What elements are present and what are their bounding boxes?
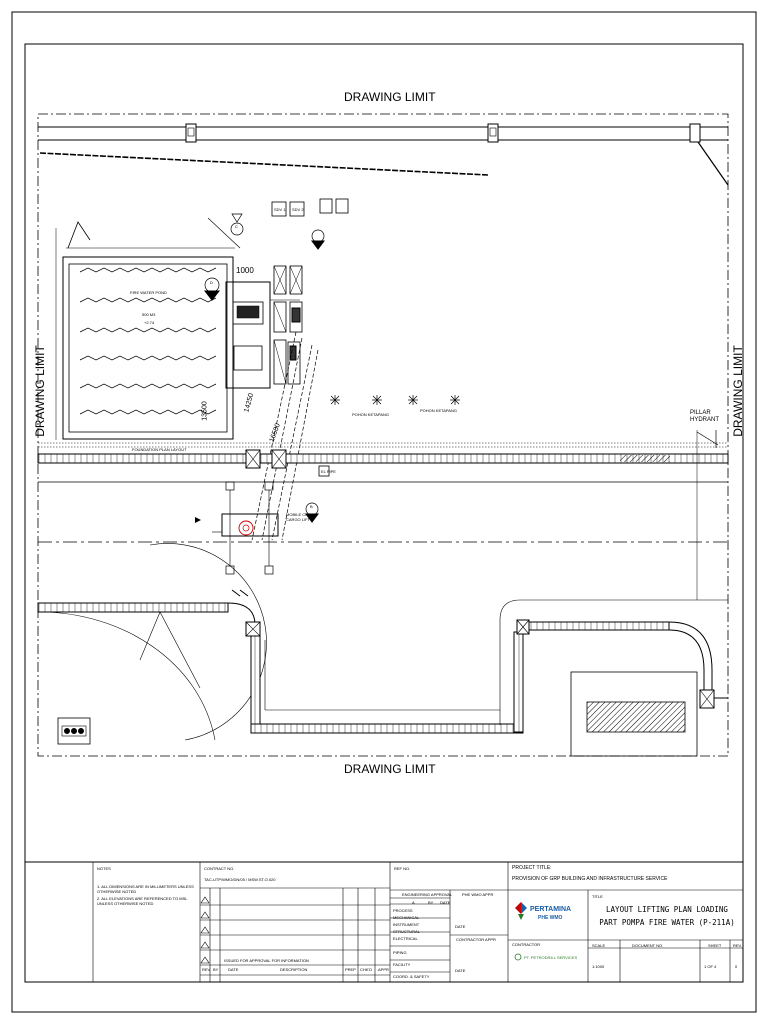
project-title-header: PROJECT TITLE: bbox=[512, 865, 552, 871]
outer-frame bbox=[11, 11, 757, 1013]
rev-a: A bbox=[412, 900, 415, 905]
dim-13500: 13500 bbox=[201, 401, 209, 421]
docno-header: DOCUMENT NO. bbox=[632, 943, 664, 948]
dim-1000: 1000 bbox=[236, 266, 254, 275]
bottom-right-building bbox=[570, 671, 698, 757]
pond-level: +2.74 bbox=[144, 320, 155, 325]
rev-header-appr: APPR bbox=[378, 967, 389, 972]
ref-header: REF NO. bbox=[394, 866, 411, 871]
main-pipe-rack bbox=[37, 430, 729, 600]
pipe-tag: EL PIPE bbox=[321, 469, 336, 474]
drawing-limit-right: DRAWING LIMIT bbox=[731, 345, 745, 437]
sdv-boxes bbox=[271, 198, 349, 217]
sheet-value: 1 OF 4 bbox=[704, 964, 717, 969]
bubble-d: D bbox=[210, 280, 213, 285]
top-fence bbox=[38, 123, 729, 186]
contractor-name: PT. PETRODRILL SERVICES bbox=[524, 955, 578, 960]
mobile-crane bbox=[195, 229, 325, 597]
rev-value: 0 bbox=[735, 964, 738, 969]
drawing-limit-border bbox=[37, 113, 729, 757]
pertamina-logo bbox=[515, 902, 527, 920]
rev-col-date: DATE bbox=[440, 900, 451, 905]
bubble-b: B bbox=[310, 504, 313, 509]
bubble-c: C bbox=[235, 224, 238, 229]
title-block-grid bbox=[92, 862, 743, 982]
discipline-5: PIPING bbox=[393, 950, 407, 955]
bottom-left-equipment bbox=[57, 717, 91, 745]
crane-label: MOBILE CRANE CARGO LIFT bbox=[286, 512, 317, 522]
notes-header: NOTES bbox=[97, 866, 111, 871]
lower-pipe-route bbox=[37, 599, 728, 734]
tree-label-1: POHON KETAPANG bbox=[352, 412, 389, 417]
revision-triangles bbox=[200, 896, 210, 964]
drawing-limit-bottom: DRAWING LIMIT bbox=[344, 762, 436, 776]
rev-header-date: DATE bbox=[228, 967, 239, 972]
rev-header-prep: PREP bbox=[345, 967, 356, 972]
lifting-path bbox=[251, 331, 319, 541]
inner-frame bbox=[24, 43, 744, 983]
rev-col-by: BY bbox=[428, 900, 434, 905]
sdv-box-2: SDV 2 bbox=[292, 207, 304, 212]
company-name: PERTAMINA bbox=[530, 906, 572, 913]
sheet-header: SHEET bbox=[708, 943, 722, 948]
title-header: TITLE bbox=[592, 894, 603, 899]
discipline-2: INSTRUMENT bbox=[393, 922, 420, 927]
contractor-label: CONTRACTOR bbox=[512, 942, 541, 947]
drawing-limit-left: DRAWING LIMIT bbox=[33, 345, 47, 437]
discipline-0: PROCESS bbox=[393, 908, 413, 913]
rev-header-short: REV. bbox=[733, 943, 742, 948]
issue-row: ISSUED FOR APPROVAL FOR INFORMATION bbox=[224, 958, 309, 963]
rev-header-description: DESCRIPTION bbox=[280, 967, 308, 972]
company-sub: PHE WMO bbox=[538, 915, 563, 921]
foundation-label: FOUNDATION PLAN LAYOUT bbox=[132, 447, 187, 452]
rev-header-rev: REV bbox=[202, 967, 211, 972]
rev-header-by: BY bbox=[213, 967, 219, 972]
engineering-approval: ENGINEERING APPROVAL bbox=[402, 892, 453, 897]
contract-header: CONTRACT NO. bbox=[204, 866, 235, 871]
discipline-3: STRUCTURAL bbox=[393, 929, 420, 934]
drawing-title-line-1: LAYOUT LIFTING PLAN LOADING bbox=[606, 905, 728, 914]
discipline-4: ELECTRICAL bbox=[393, 936, 418, 941]
pond-label: FIRE WATER POND bbox=[130, 290, 167, 295]
pillar-hydrant bbox=[696, 430, 719, 448]
phe-approval: PHE WMO APPR bbox=[462, 892, 494, 897]
date-label-1: DATE bbox=[455, 924, 466, 929]
pond-volume: 500 M3 bbox=[142, 312, 156, 317]
scale-value: 1:1000 bbox=[592, 964, 605, 969]
turning-arcs bbox=[39, 543, 267, 741]
contractor-appr: CONTRACTOR APPR bbox=[456, 937, 496, 942]
discipline-6: FACILITY bbox=[393, 962, 411, 967]
notes-line-2: 2. ALL ELEVATIONS ARE REFERENCED TO MSL … bbox=[97, 896, 188, 906]
project-title: PROVISION OF GRP BUILDING AND INFRASTRUC… bbox=[512, 876, 668, 882]
tree-label-2: POHON KETAPANG bbox=[420, 408, 457, 413]
contractor-logo bbox=[514, 953, 522, 961]
pump-house bbox=[225, 265, 303, 389]
pillar-hydrant-label: PILLAR HYDRANT bbox=[690, 410, 720, 423]
contract-number: TAC-UTP/WMO/DN/05 / MSW.ST.O.020 bbox=[204, 877, 276, 882]
notes-line-1: 1. ALL DIMENSIONS ARE IN MILLIMETERS UNL… bbox=[97, 884, 194, 894]
scale-header: SCALE bbox=[592, 943, 606, 948]
rev-header-chkd: CHK'D bbox=[360, 967, 373, 972]
fire-water-pond bbox=[55, 213, 244, 440]
discipline-7: COORD. & SAFETY bbox=[393, 974, 430, 979]
trees bbox=[330, 395, 460, 405]
sdv-box-1: SDV 1 bbox=[274, 207, 286, 212]
discipline-1: MECHANICAL bbox=[393, 915, 420, 920]
drawing-limit-top: DRAWING LIMIT bbox=[344, 90, 436, 104]
drawing-title-line-2: PART POMPA FIRE WATER (P-211A) bbox=[599, 918, 735, 927]
date-label-2: DATE bbox=[455, 968, 466, 973]
